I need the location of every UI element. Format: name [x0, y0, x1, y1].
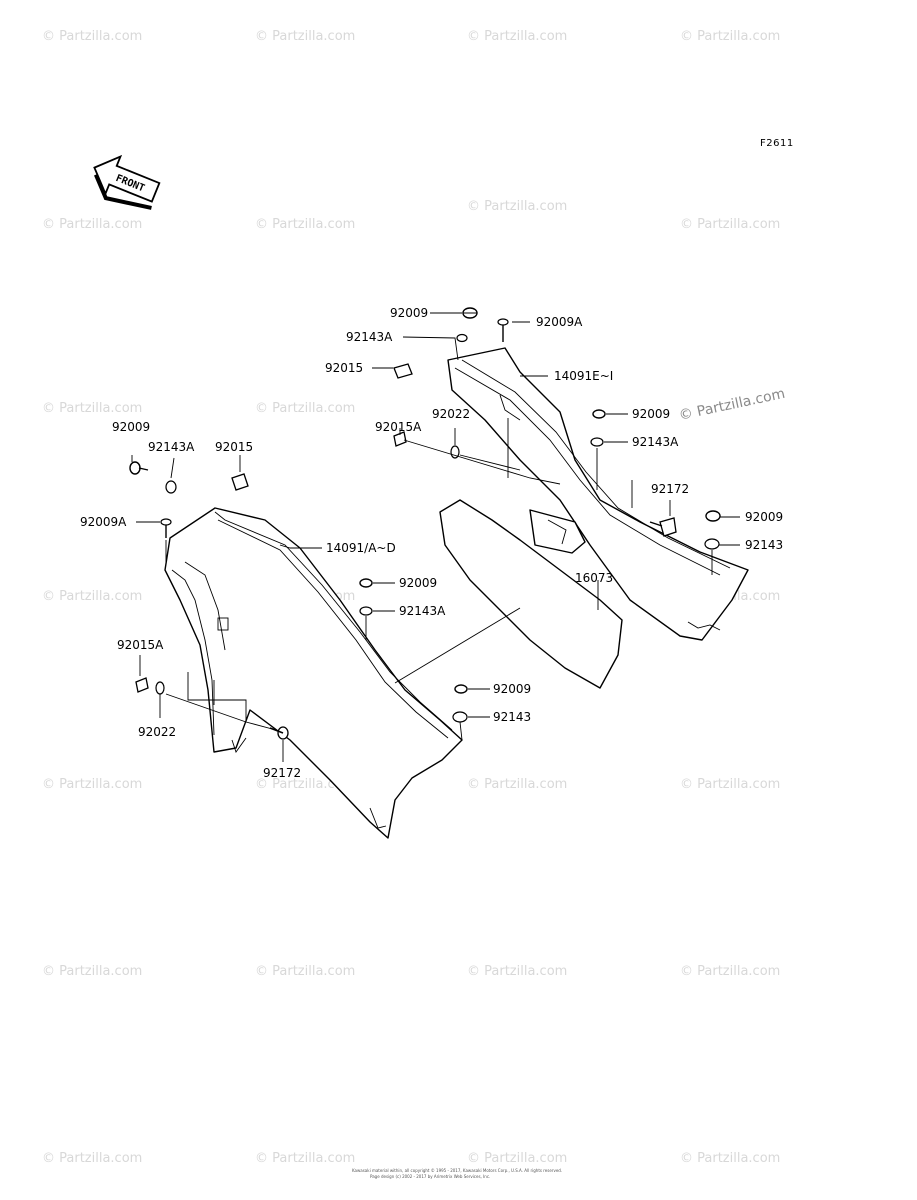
label-92009: 92009: [390, 306, 428, 320]
part-labels: 92009 92009A 92143A 92015 14091E~I 92015…: [80, 306, 783, 780]
watermark: © Partzilla.com: [42, 217, 142, 232]
washer-92143A-icon: [165, 480, 177, 494]
label-92009A: 92009A: [80, 515, 127, 529]
watermark-prominent: © Partzilla.com: [678, 386, 787, 424]
watermark: © Partzilla.com: [42, 1151, 142, 1166]
label-92009: 92009: [745, 510, 783, 524]
watermark: © Partzilla.com: [42, 401, 142, 416]
watermark: © Partzilla.com: [42, 964, 142, 979]
watermark: © Partzilla.com: [42, 29, 142, 44]
figure-id: F2611: [760, 138, 794, 149]
screw-92009A-icon: [497, 318, 509, 342]
label-92015: 92015: [215, 440, 253, 454]
label-92143A: 92143A: [632, 435, 679, 449]
washer-92022-icon: [155, 681, 165, 695]
fasteners: [129, 307, 721, 740]
label-14091-A-D: 14091/A~D: [326, 541, 396, 555]
screw-92009A-icon: [160, 518, 172, 538]
watermark: © Partzilla.com: [467, 964, 567, 979]
watermark: © Partzilla.com: [467, 29, 567, 44]
watermark: © Partzilla.com: [255, 217, 355, 232]
nut-92015A-icon: [393, 431, 407, 447]
clip-92015-icon: [231, 473, 249, 491]
label-92172: 92172: [263, 766, 301, 780]
watermark: © Partzilla.com: [255, 964, 355, 979]
watermark: © Partzilla.com: [467, 777, 567, 792]
watermark: © Partzilla.com: [42, 589, 142, 604]
watermark: © Partzilla.com: [680, 964, 780, 979]
label-92009: 92009: [399, 576, 437, 590]
bolt-92009-icon: [454, 684, 468, 694]
watermark: © Partzilla.com: [255, 401, 355, 416]
label-92009A: 92009A: [536, 315, 583, 329]
label-16073: 16073: [575, 571, 613, 585]
leader-lines: [131, 312, 740, 762]
watermark: © Partzilla.com: [680, 217, 780, 232]
label-92022: 92022: [138, 725, 176, 739]
label-92143A: 92143A: [346, 330, 393, 344]
washer-92143-icon: [452, 711, 468, 723]
bolt-92009-icon: [359, 578, 373, 588]
copyright-line: Page design (c) 2002 - 2017 by Arimetrix…: [370, 1174, 490, 1179]
bolt-92009-icon: [705, 510, 721, 522]
front-arrow-icon: FRONT: [93, 154, 161, 210]
panel-16073: [439, 499, 623, 689]
watermark: © Partzilla.com: [255, 1151, 355, 1166]
washer-92143-icon: [704, 538, 720, 550]
watermark: © Partzilla.com: [42, 777, 142, 792]
label-92143A: 92143A: [399, 604, 446, 618]
watermark: © Partzilla.com: [255, 29, 355, 44]
label-92015A: 92015A: [117, 638, 164, 652]
screw-92172-icon: [649, 517, 677, 537]
label-14091E-I: 14091E~I: [554, 369, 613, 383]
washer-92143A-icon: [359, 606, 373, 616]
bolt-92009-icon: [592, 409, 606, 419]
washer-92143A-icon: [590, 437, 604, 447]
label-92009: 92009: [493, 682, 531, 696]
label-92172: 92172: [651, 482, 689, 496]
watermark-grid: © Partzilla.com © Partzilla.com © Partzi…: [42, 29, 787, 1166]
washer-92143A-icon: [456, 333, 468, 343]
side-cover-upper-right: [447, 347, 749, 641]
copyright-line: Kawasaki material within, all copyright …: [352, 1168, 562, 1173]
label-92143: 92143: [493, 710, 531, 724]
watermark: © Partzilla.com: [467, 1151, 567, 1166]
label-92143: 92143: [745, 538, 783, 552]
watermark: © Partzilla.com: [467, 199, 567, 214]
label-92143A: 92143A: [148, 440, 195, 454]
watermark: © Partzilla.com: [680, 777, 780, 792]
watermark: © Partzilla.com: [680, 29, 780, 44]
nut-92015A-icon: [135, 677, 149, 693]
side-cover-left: [164, 507, 463, 839]
label-92009: 92009: [112, 420, 150, 434]
clip-92015-icon: [393, 363, 413, 379]
label-92015: 92015: [325, 361, 363, 375]
watermark: © Partzilla.com: [680, 1151, 780, 1166]
label-92009: 92009: [632, 407, 670, 421]
label-92022: 92022: [432, 407, 470, 421]
label-92015A: 92015A: [375, 420, 422, 434]
bolt-92009-icon: [129, 461, 149, 475]
